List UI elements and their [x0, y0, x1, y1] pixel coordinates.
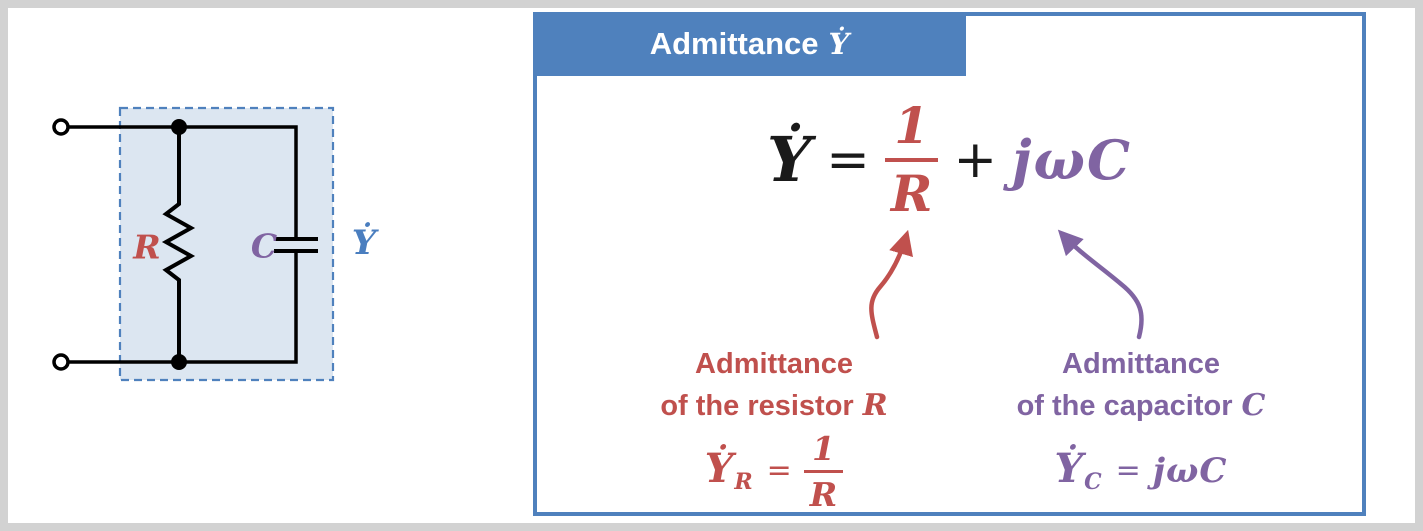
red-curved-arrow — [869, 229, 913, 340]
capacitor-symbol — [274, 237, 318, 253]
bottom-junction-dot — [171, 354, 187, 370]
capacitor-formula-lhs: ẎC — [1054, 445, 1102, 495]
resistor-formula-fraction: 1 R — [803, 428, 844, 514]
fraction-bar — [884, 158, 939, 162]
capacitor-note-formula: ẎC = jωC — [981, 429, 1301, 513]
capacitor-formula-rhs: jωC — [1152, 451, 1228, 491]
rc-circuit-drawing — [52, 106, 335, 382]
main-formula: Ẏ = 1 R + jωC — [537, 94, 1362, 226]
panel-header-symbol: Ẏ — [828, 27, 850, 61]
capacitor-formula-equals: = — [1115, 453, 1141, 488]
formula-admittance-symbol: Ẏ — [767, 123, 812, 196]
top-terminal — [52, 118, 70, 136]
resistor-fraction-denominator: R — [809, 474, 838, 514]
purple-curved-arrow — [1057, 229, 1144, 340]
panel-header-title: Admittance — [649, 26, 819, 61]
resistor-formula-subscript: R — [734, 468, 753, 495]
bottom-wire — [68, 253, 298, 364]
resistor-note-formula: ẎR = 1 R — [614, 429, 934, 513]
capacitor-label: C — [250, 226, 278, 266]
resistor-fraction-numerator: 1 — [812, 428, 835, 468]
circuit-admittance-label: Ẏ — [351, 223, 377, 263]
capacitor-note-variable: C — [1241, 388, 1266, 423]
fraction-numerator: 1 — [894, 96, 930, 155]
resistor-fraction-bar — [803, 469, 844, 473]
fraction-denominator: R — [890, 164, 933, 223]
admittance-panel: Admittance Ẏ Ẏ = 1 R + jωC — [533, 12, 1366, 516]
formula-jwC-term: jωC — [1012, 128, 1132, 192]
capacitor-formula-subscript: C — [1084, 468, 1102, 495]
resistor-note-line1: Admittance — [695, 348, 853, 380]
capacitor-note-line1: Admittance — [1062, 348, 1220, 380]
resistor-label: R — [133, 227, 161, 267]
capacitor-note-line2-text: of the capacitor — [1016, 390, 1233, 422]
panel-header: Admittance Ẏ — [533, 12, 966, 76]
top-junction-dot — [171, 119, 187, 135]
resistor-note-variable: R — [862, 388, 888, 423]
formula-equals-sign: = — [826, 130, 870, 190]
bottom-terminal — [52, 353, 70, 371]
resistor-formula-equals: = — [766, 453, 792, 488]
top-wire — [68, 125, 298, 237]
formula-plus-sign: + — [953, 130, 998, 190]
formula-fraction-1-over-R: 1 R — [884, 96, 939, 223]
resistor-formula-lhs: ẎR — [704, 445, 753, 495]
resistor-symbol — [161, 127, 196, 362]
resistor-note-line2-text: of the resistor — [660, 390, 854, 422]
